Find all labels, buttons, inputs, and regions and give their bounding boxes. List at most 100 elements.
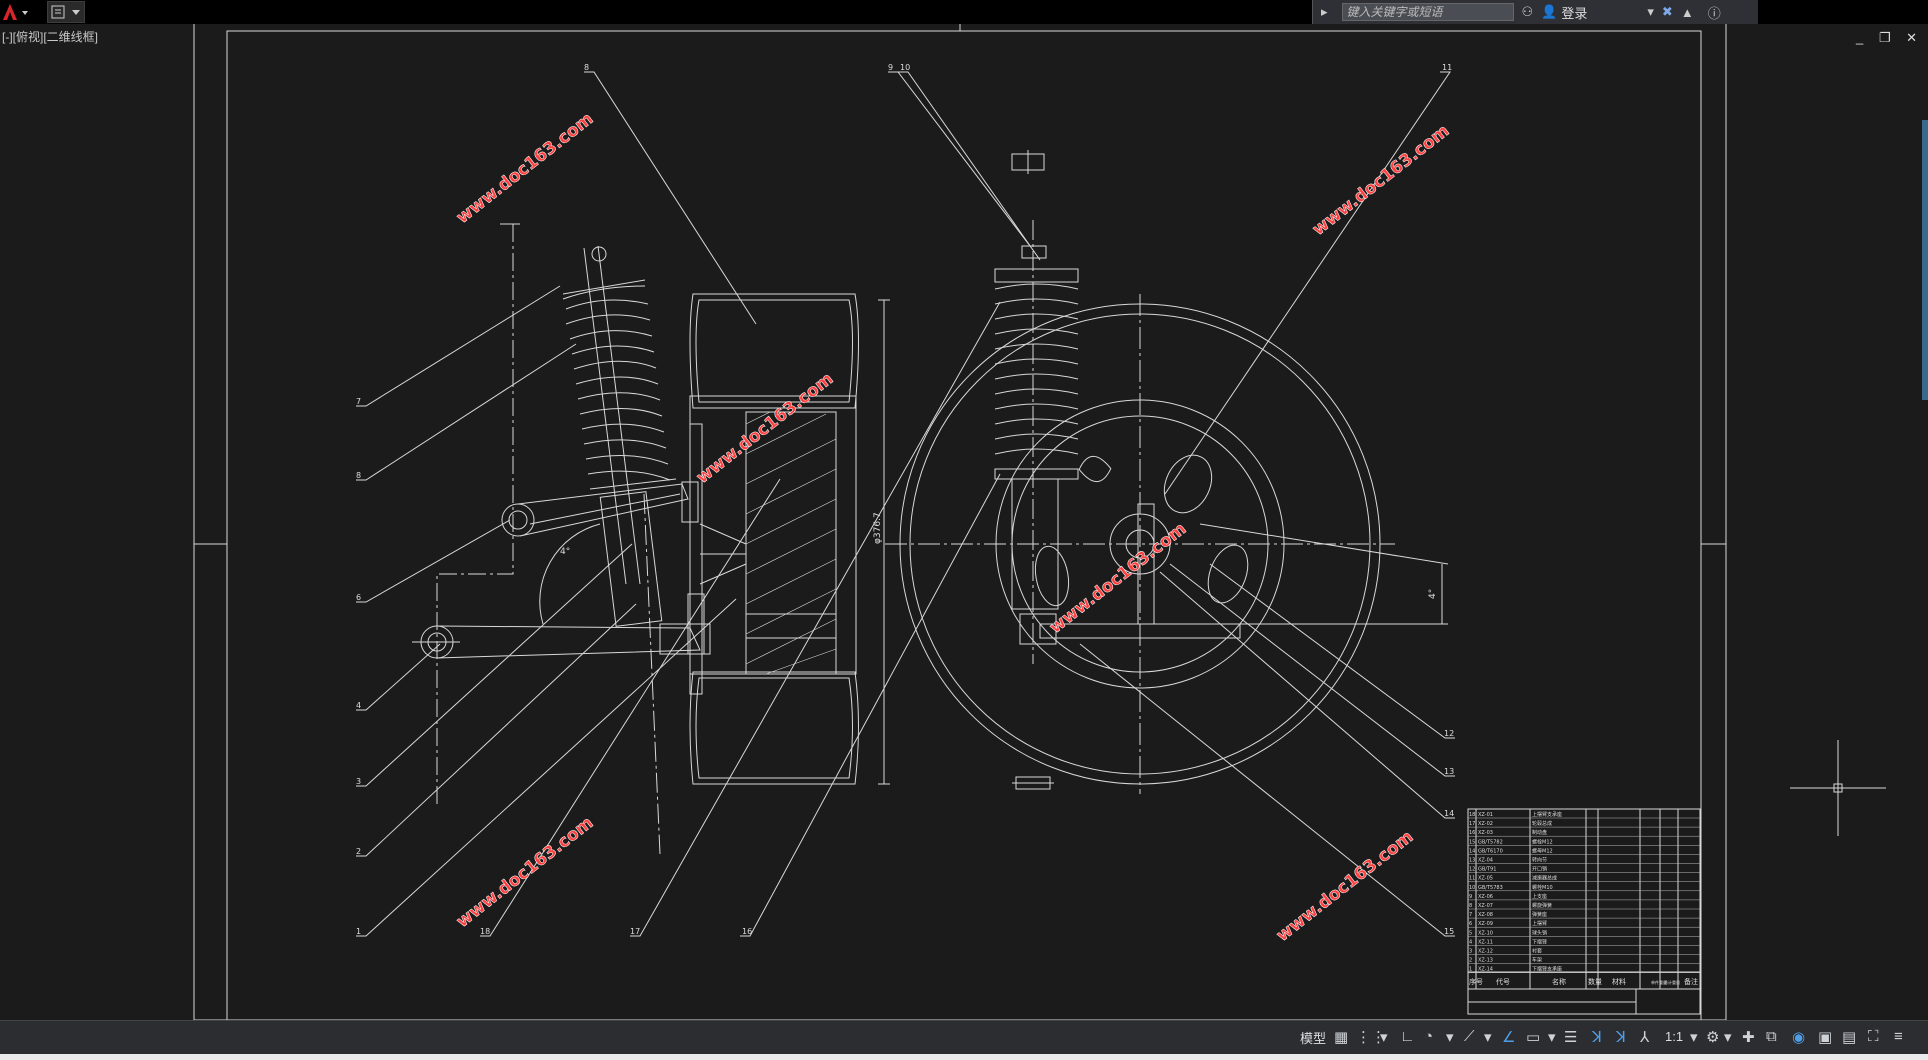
balloon: 9 [888,63,893,72]
bom-cell: 13 [1469,858,1475,864]
bom-cell: 螺旋弹簧 [1532,902,1552,909]
bom-cell: 9 [1469,894,1472,900]
chevron-down-icon[interactable]: ▾ [1647,4,1654,19]
model-tab[interactable]: 模型 [1300,1031,1327,1046]
binoculars-icon[interactable]: ⚇ [1521,4,1534,19]
isolate-icon[interactable]: ⧉ [1766,1028,1777,1045]
hardware-accel-icon[interactable]: ◉ [1792,1029,1806,1046]
app-menu-button[interactable] [0,1,40,23]
bom-cell: XZ-03 [1478,830,1493,836]
bom-cell: 球头销 [1532,929,1547,936]
infocenter-bar: ▸ ⚇ 👤 登录 ▾ ✖ ▲ ⓘ [1312,0,1758,24]
bom-cell: XZ-09 [1478,921,1493,927]
command-line-strip [0,1054,1928,1060]
bom-cell: 10 [1469,885,1475,891]
ribbon-edge-tab[interactable] [1922,120,1928,400]
dimension-diameter: φ376.7 [873,512,883,544]
bom-cell: 14 [1469,848,1475,854]
title-bar: ▸ ⚇ 👤 登录 ▾ ✖ ▲ ⓘ [0,0,1928,24]
balloon: 6 [356,593,361,602]
chevron-down-icon[interactable]: ▾ [1690,1029,1698,1046]
user-icon[interactable]: 👤 [1541,4,1558,19]
right-coil-spring [994,220,1155,664]
bom-cell: 螺栓M12 [1532,838,1553,845]
balloon: 3 [356,777,361,786]
bom-cell: 15 [1469,839,1475,845]
bom-cell: XZ-02 [1478,821,1493,827]
chevron-down-icon[interactable]: ▾ [1446,1029,1454,1046]
bom-cell: XZ-07 [1478,903,1493,909]
chevron-down-icon[interactable]: ▾ [1724,1029,1732,1046]
bom-cell: 减振器总成 [1532,875,1557,882]
chevron-down-icon[interactable]: ▾ [1548,1029,1556,1046]
search-input[interactable] [1341,3,1514,21]
properties-icon[interactable]: ▤ [1842,1029,1857,1046]
viewport-controls-label[interactable]: [-][俯视][二维线框] [2,30,99,44]
model-space-viewport[interactable]: φ376.7 [0,24,1928,1020]
crosshair-cursor [1790,740,1886,836]
bom-cell: 11 [1469,876,1475,882]
bom-cell: 1 [1469,967,1472,973]
balloon: 14 [1444,809,1454,818]
watermarks: www.doc163.com www.doc163.com www.doc163… [453,109,1454,947]
bom-cell: 6 [1469,921,1472,927]
bom-cell: 8 [1469,903,1472,909]
balloon: 1 [356,927,361,936]
bom-cell: 上支座 [1532,893,1547,900]
left-coil-spring [562,245,677,855]
bom-cell: 上摆臂 [1532,920,1547,927]
bom-header-cell: 总计重量 [1664,979,1680,985]
bom-cell: XZ-04 [1478,858,1493,864]
auto-scale-icon[interactable]: ꓘ [1616,1029,1626,1046]
bom-cell: 7 [1469,912,1472,918]
annotation-visibility-icon[interactable]: ꓘ [1592,1029,1602,1046]
window-controls[interactable]: _ ❐ ✕ [1856,30,1924,45]
wheel-section-view: φ376.7 [689,293,890,785]
bom-header-cell: 备注 [1684,977,1698,986]
picture-icon[interactable]: ▣ [1818,1029,1833,1046]
lineweight-icon[interactable]: ▭ [1526,1029,1541,1046]
login-button[interactable]: 登录 [1561,5,1588,21]
osnap-icon[interactable]: ⟋ [1464,1028,1475,1045]
balloon: 17 [630,927,640,936]
frame-centerline [436,224,514,804]
plus-icon[interactable]: ✚ [1742,1029,1755,1046]
expand-arrow-icon[interactable]: ▸ [1321,4,1328,19]
balloon: 10 [900,63,910,72]
a360-icon[interactable]: ▲ [1680,4,1694,20]
bom-cell: 制动盘 [1532,829,1547,836]
quick-access-button[interactable] [47,1,85,23]
bom-cell: 下摆臂支承座 [1532,966,1562,973]
balloon: 18 [480,927,490,936]
watermark: www.doc163.com [1309,121,1454,240]
bom-cell: 下摆臂 [1532,938,1547,945]
bom-cell: XZ-08 [1478,912,1493,918]
otrack-icon[interactable]: ∠ [1502,1029,1516,1046]
bom-cell: GB/T6170 [1478,848,1503,854]
bom-cell: 车架 [1532,957,1542,964]
bom-header-cell: 材料 [1612,977,1626,986]
ortho-icon[interactable]: ∟ [1400,1028,1415,1045]
chevron-down-icon[interactable]: ▾ [1484,1029,1492,1046]
help-icon[interactable]: ⓘ [1707,5,1721,21]
workspace-gear-icon[interactable]: ⚙ [1706,1029,1720,1046]
bom-cell: GB/T5783 [1478,885,1503,891]
snap-icon[interactable]: ⋮⋮ [1356,1029,1386,1046]
annotation-scale-icon[interactable]: ⅄ [1640,1029,1650,1046]
customize-icon[interactable]: ≡ [1894,1028,1903,1045]
chevron-down-icon[interactable]: ▾ [1380,1029,1388,1046]
bom-cell: XZ-13 [1478,958,1493,964]
exchange-x-icon[interactable]: ✖ [1661,4,1673,19]
autocad-a-icon [3,4,28,20]
grid-icon[interactable]: ▦ [1334,1029,1349,1046]
polar-icon[interactable]: ◔ [1424,1028,1434,1045]
clean-screen-icon[interactable]: ⛶ [1868,1028,1879,1045]
balloon: 2 [356,847,361,856]
sheet-inner-border [226,30,1702,1020]
scale-selector[interactable]: 1:1 [1665,1029,1684,1044]
bom-cell: 上摆臂支承座 [1532,811,1562,818]
watermark: www.doc163.com [1046,519,1191,638]
transparency-icon[interactable]: ☰ [1564,1029,1578,1046]
bom-cell: 螺栓M10 [1532,884,1553,891]
